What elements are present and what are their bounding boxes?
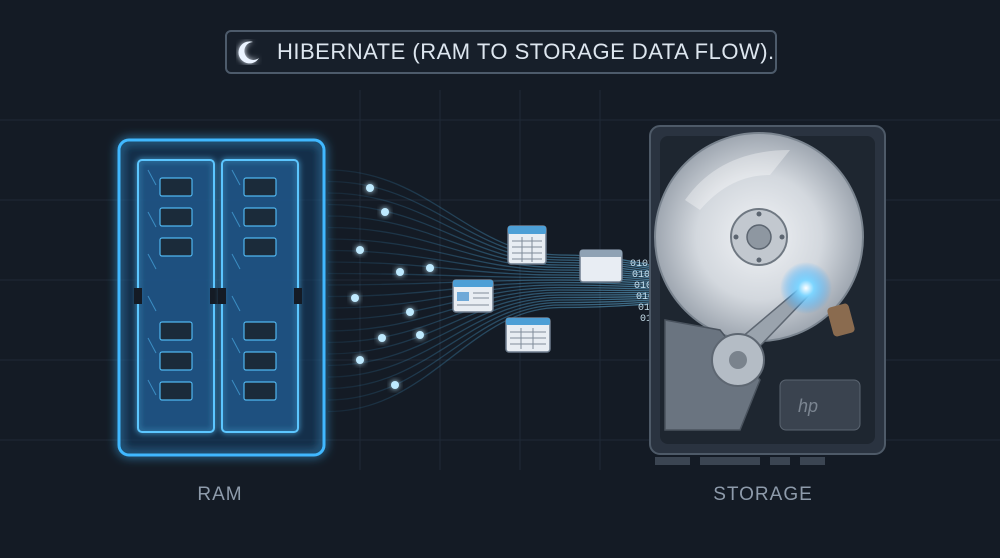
document-window-icon: [579, 249, 623, 283]
ram-module-icon: [134, 159, 218, 433]
drive-logo: hp: [798, 396, 818, 416]
ram-label: RAM: [197, 484, 243, 505]
moon-icon: [227, 32, 271, 72]
title-banner: HIBERNATE (RAM TO STORAGE DATA FLOW).: [225, 30, 777, 74]
page-title: HIBERNATE (RAM TO STORAGE DATA FLOW).: [277, 39, 775, 64]
document-window-icon: [505, 317, 551, 353]
document-window-icon: [452, 279, 494, 313]
document-window-icon: [507, 225, 547, 265]
data-packets: [351, 184, 434, 389]
ram-module-icon: [218, 159, 302, 433]
hard-drive-icon: hp: [649, 125, 886, 465]
storage-label: STORAGE: [713, 484, 813, 505]
ram-panel: [117, 138, 326, 457]
